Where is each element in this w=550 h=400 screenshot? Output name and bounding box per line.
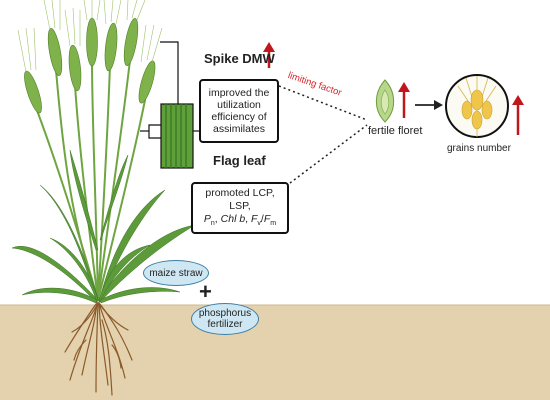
maize-straw-label: maize straw [149, 267, 203, 279]
wheat-stems [34, 59, 146, 301]
dotted-connectors [278, 85, 368, 184]
maize-straw-pill: maize straw [143, 260, 209, 286]
fertile-floret-label: fertile floret [368, 125, 423, 137]
fertile-floret-up-arrow-icon [398, 82, 410, 118]
flag-leaf-effect-line2: Pn, Chl b, Fv/Fm [203, 213, 277, 228]
flag-leaf-effect-line1: promoted LCP, LSP, [205, 186, 275, 213]
spike-dmw-heading: Spike DMW [204, 51, 275, 66]
flag-leaf-effect-box: promoted LCP, LSP, Pn, Chl b, Fv/Fm [191, 182, 289, 234]
grains-number-icon [445, 74, 509, 138]
grains-number-label: grains number [447, 143, 511, 154]
plus-sign: + [199, 279, 212, 304]
flag-leaf-zoom [140, 41, 200, 169]
spike-effect-text: improved the utilization efficiency of a… [208, 87, 270, 135]
floret-to-grain-arrow-icon [415, 100, 443, 110]
wheat-leaves [11, 149, 196, 304]
increase-arrows [263, 42, 524, 135]
flag-leaf-heading: Flag leaf [213, 153, 266, 168]
phosphorus-fertilizer-label: phosphorus fertilizer [198, 308, 252, 330]
root-system [64, 301, 133, 396]
wheat-awns [17, 0, 163, 73]
fertile-floret-icon [375, 79, 395, 123]
spike-effect-box: improved the utilization efficiency of a… [199, 79, 279, 143]
spike-dmw-up-arrow-icon [263, 42, 275, 68]
grains-number-up-arrow-icon [512, 95, 524, 135]
phosphorus-fertilizer-pill: phosphorus fertilizer [191, 303, 259, 335]
soil-layer [0, 305, 550, 400]
wheat-heads [24, 17, 156, 114]
